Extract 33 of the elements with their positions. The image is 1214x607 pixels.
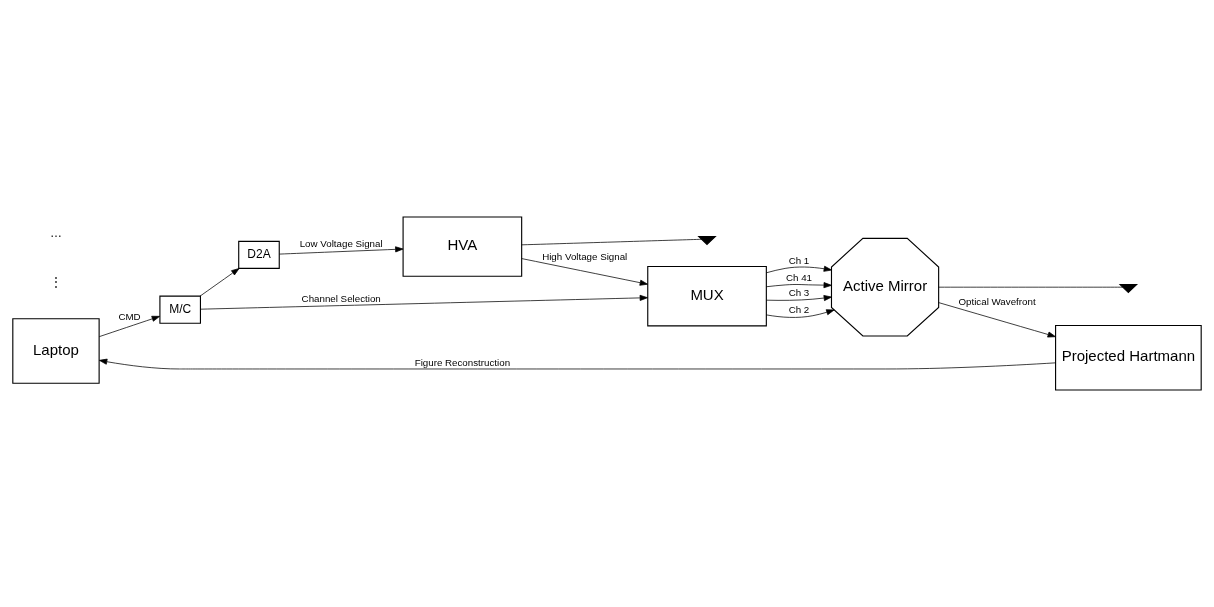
edge-label: Ch 1 <box>788 255 810 267</box>
arrow <box>200 294 648 310</box>
node-box: Projected Hartmann <box>1055 324 1202 391</box>
arrow <box>521 258 648 286</box>
edge-label: Figure Reconstruction <box>414 357 511 369</box>
edge-label: Ch 41 <box>785 272 812 284</box>
connector <box>938 286 1124 288</box>
arrow <box>766 309 835 318</box>
arrow <box>99 358 1056 370</box>
arrow <box>766 265 832 274</box>
edge-label: CMD <box>118 310 141 322</box>
connector <box>521 238 702 246</box>
node-box: Laptop <box>12 318 100 384</box>
label: … <box>49 226 62 241</box>
edge-label: High Voltage Signal <box>542 250 628 262</box>
arrow <box>938 302 1056 338</box>
edge-label: Optical Wavefront <box>958 295 1036 307</box>
node-ground <box>1118 284 1139 294</box>
node-ground <box>697 235 717 246</box>
label: ⋮ <box>49 275 62 290</box>
edge-label: Ch 3 <box>788 287 810 299</box>
arrow <box>199 268 240 297</box>
arrow <box>766 282 832 289</box>
arrow <box>98 315 160 338</box>
arrow <box>279 246 404 255</box>
arrow <box>766 295 832 301</box>
edge-label: Low Voltage Signal <box>299 237 383 249</box>
node-box: HVA <box>402 216 523 277</box>
node-box: MUX <box>647 265 767 327</box>
edge-label: Channel Selection <box>301 292 381 304</box>
node-box: D2A <box>238 240 280 269</box>
node-box: M/C <box>159 295 201 324</box>
edge-label: Ch 2 <box>788 303 810 315</box>
